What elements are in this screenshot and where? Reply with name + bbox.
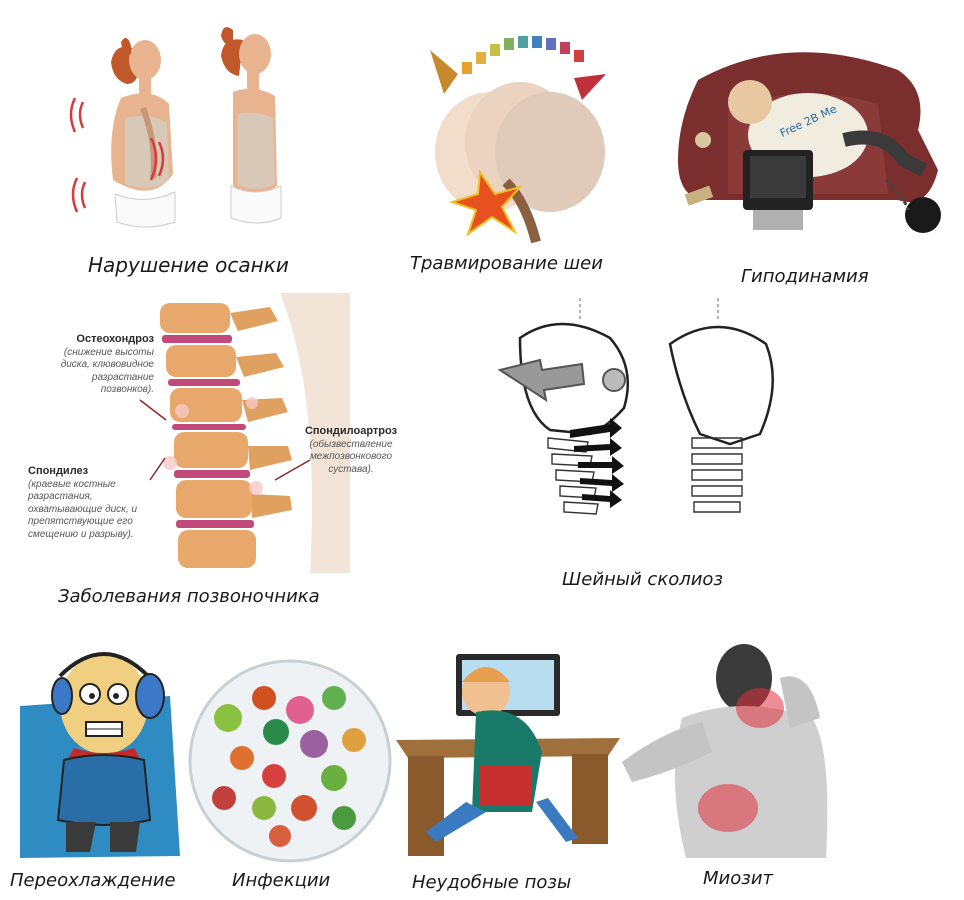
circle-marker-icon [602, 368, 626, 392]
skull-left [518, 322, 630, 436]
caption-hypothermia: Переохлаждение [10, 870, 176, 891]
label-osteochondrosis-text: (снижение высоты диска, клювовидное разр… [60, 346, 154, 396]
spine-right [691, 437, 743, 513]
force-arrows [570, 418, 624, 508]
caption-infections: Инфекции [232, 870, 331, 891]
woman-good-posture-figure [221, 27, 282, 224]
caption-neck-injury: Травмирование шеи [410, 253, 603, 274]
skull-right [668, 325, 774, 446]
left-arrow-icon [430, 50, 458, 94]
posture-illustration [55, 18, 325, 250]
caption-posture: Нарушение осанки [88, 253, 289, 277]
cervical-scoliosis-illustration [470, 298, 790, 538]
label-osteochondrosis: Остеохондроз (снижение высоты диска, клю… [36, 333, 154, 397]
ball-and-chain-icon [905, 197, 941, 233]
label-spondyloarthrosis: Спондилоартроз (обызвествление межпозвон… [296, 425, 406, 476]
germs [212, 686, 366, 847]
caption-spine-diseases: Заболевания позвоночника [58, 586, 320, 607]
hypodynamia-illustration: Free 2B Me [668, 40, 948, 260]
chair [480, 766, 532, 806]
head-motion-ghosts [435, 82, 605, 212]
spine-diseases-illustration [130, 293, 350, 573]
neck-injury-illustration [410, 22, 630, 252]
pain-spot-shoulder [736, 688, 784, 728]
impact-burst-icon [448, 169, 524, 237]
pain-spot-lower-back [698, 784, 758, 832]
vertebrae [160, 303, 292, 568]
posture-curve-marks [69, 97, 165, 213]
caption-cervical-scoliosis: Шейный сколиоз [562, 569, 723, 590]
label-spondylosis-text: (краевые костные разрастания, охватывающ… [28, 478, 138, 540]
label-spondylosis-title: Спондилез [28, 465, 89, 477]
caption-myositis: Миозит [703, 868, 773, 889]
label-osteochondrosis-title: Остеохондроз [76, 333, 154, 345]
label-spondyloarthrosis-title: Спондилоартроз [304, 425, 398, 437]
petri-dish [188, 659, 392, 863]
label-spondylosis: Спондилез (краевые костные разрастания, … [28, 465, 168, 541]
uncomfortable-poses-illustration [396, 652, 620, 862]
spine-label-arrows [139, 399, 311, 481]
face [60, 654, 148, 754]
caption-hypodynamia: Гиподинамия [741, 266, 869, 287]
caption-uncomfortable-poses: Неудобные позы [412, 872, 572, 893]
color-arc-segments [462, 36, 584, 74]
left-arrow-icon [497, 358, 586, 403]
right-arrow-icon [574, 74, 606, 100]
infections-illustration [184, 658, 396, 864]
myositis-illustration [620, 638, 840, 860]
woman-bad-posture-figure [111, 37, 176, 228]
man-head [728, 80, 772, 124]
earmuff-icon [135, 673, 165, 719]
label-spondyloarthrosis-text: (обызвествление межпозвонкового сустава)… [309, 438, 393, 475]
hypothermia-illustration [20, 636, 180, 858]
